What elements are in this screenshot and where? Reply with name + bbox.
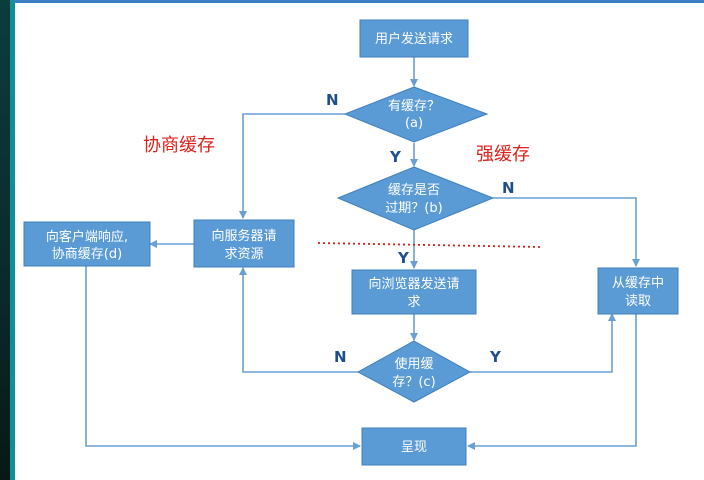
edge-label-b-yes: Y bbox=[397, 249, 410, 267]
edge-label-a-yes: Y bbox=[389, 148, 402, 166]
edge-read-cache-to-render bbox=[467, 314, 637, 450]
node-read-cache-line1: 从缓存中 bbox=[612, 276, 664, 291]
cache-separator-dotted-line bbox=[317, 242, 541, 248]
node-browser-request: 向浏览器发送请 求 bbox=[351, 269, 477, 315]
node-server-request-line2: 求资源 bbox=[224, 247, 263, 262]
edges bbox=[85, 57, 640, 450]
edge-label-b-no: N bbox=[502, 179, 515, 197]
edge-c-to-server bbox=[239, 267, 358, 373]
node-browser-request-line1: 向浏览器发送请 bbox=[368, 276, 459, 292]
edge-label-a-no: N bbox=[326, 91, 339, 109]
node-server-request: 向服务器请 求资源 bbox=[193, 219, 295, 268]
node-read-cache: 从缓存中 读取 bbox=[597, 267, 679, 315]
edge-c-to-read-cache bbox=[470, 313, 616, 373]
node-start: 用户发送请求 bbox=[359, 19, 469, 58]
node-use-cache: 使用缓 存？(c) bbox=[356, 340, 472, 403]
edge-a-to-server bbox=[239, 113, 345, 219]
node-server-request-line1: 向服务器请 bbox=[211, 228, 276, 244]
node-use-cache-line1: 使用缓 bbox=[394, 356, 433, 372]
node-expired-line2: 过期？(b) bbox=[385, 201, 442, 216]
node-expired-line1: 缓存是否 bbox=[388, 183, 440, 198]
node-has-cache-line2: (a) bbox=[405, 116, 423, 131]
node-render-label: 呈现 bbox=[401, 440, 427, 455]
note-strong-cache: 强缓存 bbox=[476, 144, 530, 165]
node-start-label: 用户发送请求 bbox=[375, 31, 453, 47]
slide-top-line bbox=[14, 0, 704, 3]
edge-label-c-no: N bbox=[334, 348, 347, 366]
node-expired: 缓存是否 过期？(b) bbox=[336, 166, 495, 231]
node-client-response: 向客户端响应, 协商缓存(d) bbox=[23, 221, 151, 267]
node-client-response-line1: 向客户端响应, bbox=[46, 229, 128, 245]
node-render: 呈现 bbox=[361, 427, 467, 466]
edge-client-to-render bbox=[85, 266, 361, 450]
edge-b-to-read-cache bbox=[493, 197, 640, 267]
node-browser-request-line2: 求 bbox=[407, 295, 420, 310]
edge-label-c-yes: Y bbox=[489, 348, 502, 366]
node-has-cache: 有缓存？ (a) bbox=[343, 86, 489, 143]
node-read-cache-line2: 读取 bbox=[625, 294, 651, 309]
node-client-response-line2: 协商缓存(d) bbox=[52, 247, 122, 262]
slide-left-accent bbox=[10, 0, 15, 480]
note-negotiated-cache: 协商缓存 bbox=[143, 135, 215, 156]
node-has-cache-line1: 有缓存？ bbox=[388, 99, 440, 114]
node-use-cache-line2: 存？(c) bbox=[392, 375, 435, 390]
